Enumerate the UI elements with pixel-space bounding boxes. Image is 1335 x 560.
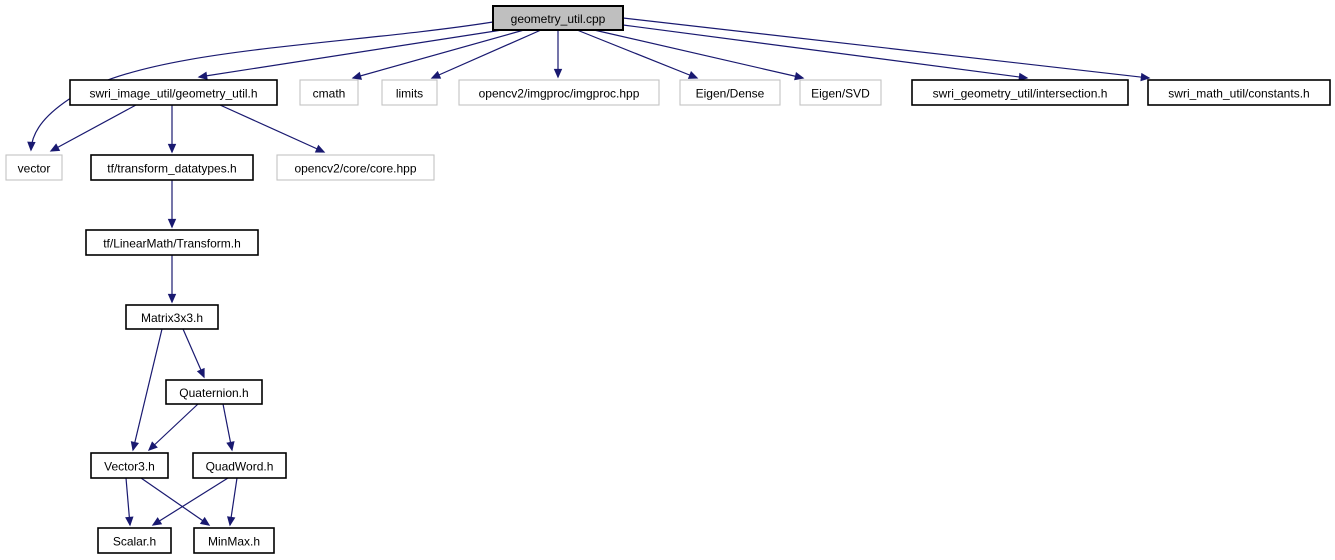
graph-node-label: Vector3.h [104, 460, 155, 474]
graph-node-box [458, 79, 660, 106]
graph-node-eigen-dense: Eigen/Dense [679, 79, 781, 106]
graph-node-label: Quaternion.h [179, 386, 248, 400]
graph-node-intersection[interactable]: swri_geometry_util/intersection.h [911, 79, 1129, 106]
edge-matrix3x3-to-vector3 [130, 328, 163, 452]
graph-node-matrix3x3[interactable]: Matrix3x3.h [125, 304, 219, 330]
graph-node-minmax[interactable]: MinMax.h [193, 527, 275, 554]
graph-node-vector3[interactable]: Vector3.h [90, 452, 169, 479]
edge-quaternion-to-quadword [222, 403, 235, 452]
graph-node-label: MinMax.h [208, 535, 260, 549]
graph-node-scalar[interactable]: Scalar.h [97, 527, 172, 554]
graph-node-box [299, 79, 359, 106]
graph-node-eigen-svd: Eigen/SVD [799, 79, 882, 106]
graph-node-quadword[interactable]: QuadWord.h [192, 452, 287, 479]
edge-quadword-to-scalar [151, 477, 229, 526]
edge-matrix3x3-to-quaternion [182, 328, 205, 379]
graph-node-box [381, 79, 438, 106]
graph-node-box[interactable] [911, 79, 1129, 106]
graph-node-transform-h[interactable]: tf/LinearMath/Transform.h [85, 229, 259, 256]
graph-node-label: limits [396, 87, 423, 101]
graph-node-label: opencv2/core/core.hpp [294, 162, 416, 176]
graph-node-core-hpp: opencv2/core/core.hpp [276, 154, 435, 181]
graph-node-box [5, 154, 63, 181]
graph-node-tf-dt[interactable]: tf/transform_datatypes.h [90, 154, 254, 181]
graph-node-constants[interactable]: swri_math_util/constants.h [1147, 79, 1331, 106]
graph-node-label: QuadWord.h [206, 460, 274, 474]
nodes-layer: geometry_util.cpp swri_image_util/geometr… [5, 5, 1331, 554]
graph-node-box[interactable] [192, 452, 287, 479]
graph-node-box[interactable] [97, 527, 172, 554]
graph-node-box[interactable] [90, 452, 169, 479]
edge-geom-h-to-core-hpp [219, 104, 326, 153]
edge-main-to-vector [27, 21, 494, 152]
graph-node-geom-h[interactable]: swri_image_util/geometry_util.h [69, 79, 278, 106]
edge-main-to-eigen-dense [576, 29, 699, 79]
graph-node-label: geometry_util.cpp [511, 12, 606, 26]
graph-node-box [799, 79, 882, 106]
edge-quadword-to-minmax [227, 477, 238, 527]
graph-node-limits: limits [381, 79, 438, 106]
edge-main-to-constants [622, 17, 1151, 82]
graph-node-label: opencv2/imgproc/imgproc.hpp [479, 87, 640, 101]
edge-quaternion-to-vector3 [147, 403, 199, 451]
graph-node-label: tf/LinearMath/Transform.h [103, 237, 241, 251]
edges-layer [27, 17, 1151, 527]
edge-main-to-intersection [622, 24, 1029, 82]
graph-node-label: Eigen/SVD [811, 87, 870, 101]
graph-node-label: swri_image_util/geometry_util.h [89, 87, 257, 101]
edge-geom-h-to-vector [49, 104, 137, 152]
graph-node-box [492, 5, 624, 31]
graph-node-label: swri_math_util/constants.h [1168, 87, 1309, 101]
edge-vector3-to-minmax [140, 477, 211, 526]
graph-node-box[interactable] [165, 379, 263, 405]
graph-node-box[interactable] [125, 304, 219, 330]
edge-main-to-geom-h [197, 29, 503, 80]
graph-node-label: swri_geometry_util/intersection.h [933, 87, 1108, 101]
graph-node-box [679, 79, 781, 106]
graph-node-box[interactable] [85, 229, 259, 256]
graph-node-vector: vector [5, 154, 63, 181]
graph-node-imgproc: opencv2/imgproc/imgproc.hpp [458, 79, 660, 106]
graph-node-main: geometry_util.cpp [492, 5, 624, 31]
graph-node-box[interactable] [90, 154, 254, 181]
graph-node-cmath: cmath [299, 79, 359, 106]
edge-main-to-limits [430, 29, 542, 79]
edge-vector3-to-scalar [125, 477, 134, 527]
graph-node-quaternion[interactable]: Quaternion.h [165, 379, 263, 405]
graph-node-box [276, 154, 435, 181]
graph-node-label: tf/transform_datatypes.h [107, 162, 236, 176]
graph-node-label: cmath [313, 87, 346, 101]
graph-node-label: Matrix3x3.h [141, 311, 203, 325]
graph-node-label: Eigen/Dense [696, 87, 765, 101]
edge-main-to-eigen-svd [593, 29, 805, 81]
graph-node-box[interactable] [1147, 79, 1331, 106]
graph-node-label: vector [18, 162, 51, 176]
edge-main-to-cmath [351, 29, 525, 80]
graph-node-label: Scalar.h [113, 535, 156, 549]
graph-node-box[interactable] [193, 527, 275, 554]
graph-node-box[interactable] [69, 79, 278, 106]
